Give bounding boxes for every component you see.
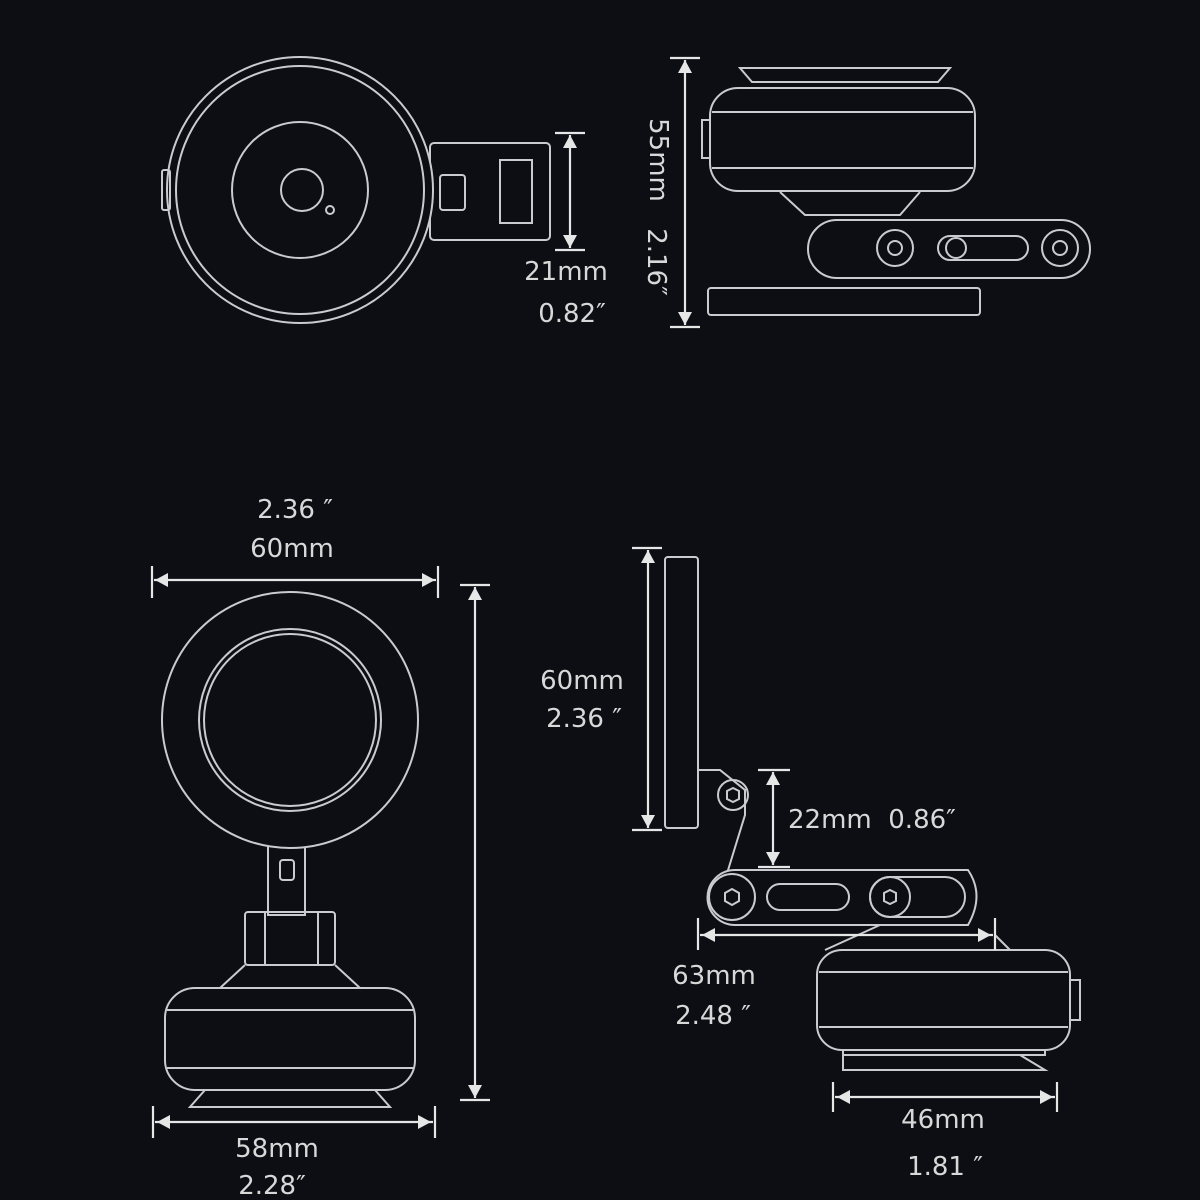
profile-base-in-label: 1.81 ″	[907, 1152, 983, 1182]
side-view-dimension	[670, 56, 700, 329]
front-view-top-in-label: 2.36 ″	[257, 495, 333, 525]
profile-view-dimensions	[632, 546, 1059, 1112]
top-view-drawing	[161, 56, 551, 324]
top-view-dimension	[555, 131, 585, 252]
profile-joint-label: 22mm 0.86″	[788, 805, 956, 835]
profile-plate-in-label: 2.36 ″	[546, 704, 622, 734]
top-view-in-label: 0.82″	[538, 299, 606, 329]
profile-view-drawing	[664, 556, 1081, 1071]
top-view-mm-label: 21mm	[524, 257, 608, 287]
front-view-top-mm-label: 60mm	[250, 534, 334, 564]
profile-arm-mm-label: 63mm	[672, 961, 756, 991]
profile-base-mm-label: 46mm	[901, 1105, 985, 1135]
side-view-mm-label: 55mm	[643, 118, 673, 202]
front-view-base-mm-label: 58mm	[235, 1134, 319, 1164]
side-view-in-label: 2.16″	[641, 228, 671, 296]
front-view-base-in-label: 2.28″	[238, 1171, 306, 1200]
profile-arm-in-label: 2.48 ″	[675, 1001, 751, 1031]
front-view-dimensions	[150, 566, 490, 1138]
side-view-drawing	[701, 67, 1091, 316]
profile-plate-mm-label: 60mm	[540, 666, 624, 696]
front-view-drawing	[161, 591, 419, 1108]
